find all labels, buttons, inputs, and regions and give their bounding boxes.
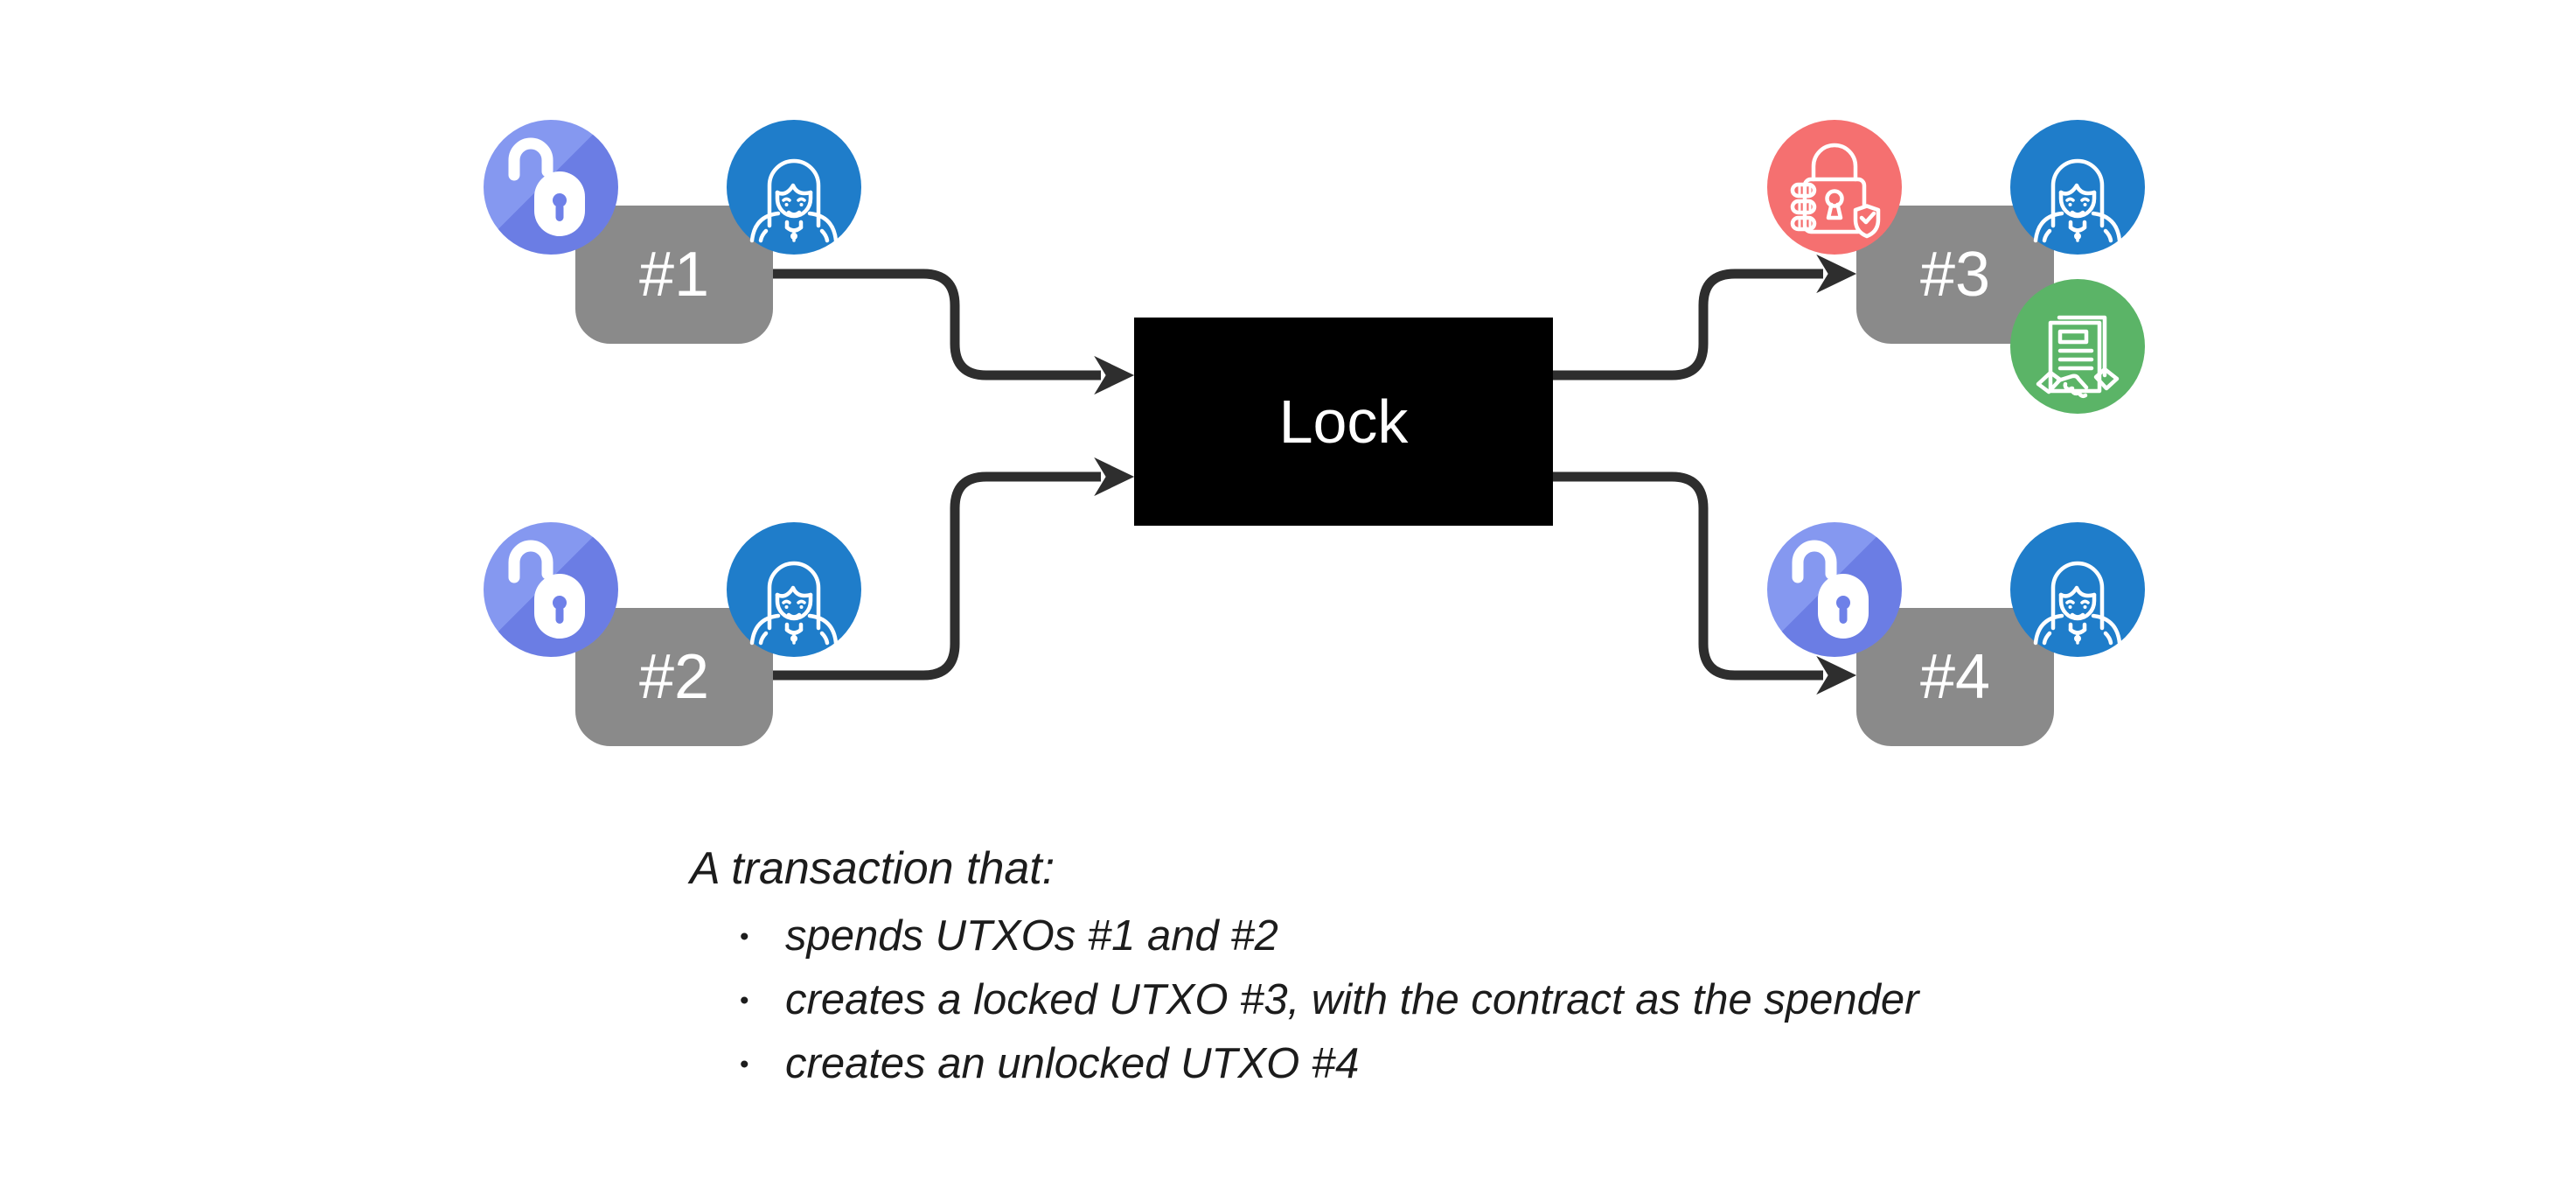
utxo4-node: #4 xyxy=(1856,608,2054,746)
utxo2-label: #2 xyxy=(638,642,710,712)
edge-lock-to-utxo3 xyxy=(1553,254,1857,381)
user-icon xyxy=(727,120,861,255)
utxo1-label: #1 xyxy=(638,240,710,310)
bullet-text: creates a locked UTXO #3, with the contr… xyxy=(785,976,1919,1023)
unlocked-icon xyxy=(484,120,618,255)
bullet-dot: • xyxy=(740,922,749,951)
list-item: • creates a locked UTXO #3, with the con… xyxy=(740,968,1918,1032)
user-icon xyxy=(2010,522,2145,657)
lock-contract-node: Lock xyxy=(1134,318,1553,526)
unlocked-icon xyxy=(484,522,618,657)
user-icon xyxy=(727,522,861,657)
notes-title: A transaction that: xyxy=(690,843,1055,894)
utxo3-label: #3 xyxy=(1919,240,1991,310)
edge-utxo1-to-lock xyxy=(773,269,1135,395)
bullet-dot: • xyxy=(740,1050,749,1079)
contract-handshake-icon xyxy=(2010,279,2145,414)
user-icon xyxy=(2010,120,2145,255)
list-item: • spends UTXOs #1 and #2 xyxy=(740,904,1918,968)
notes-list: • spends UTXOs #1 and #2 • creates a loc… xyxy=(740,904,1918,1096)
utxo4-label: #4 xyxy=(1919,642,1991,712)
bullet-dot: • xyxy=(740,986,749,1015)
bullet-text: creates an unlocked UTXO #4 xyxy=(785,1040,1360,1087)
bullet-text: spends UTXOs #1 and #2 xyxy=(785,912,1278,960)
locked-shield-icon xyxy=(1767,120,1902,255)
list-item: • creates an unlocked UTXO #4 xyxy=(740,1032,1918,1096)
unlocked-icon xyxy=(1767,522,1902,657)
lock-label: Lock xyxy=(1278,388,1409,456)
